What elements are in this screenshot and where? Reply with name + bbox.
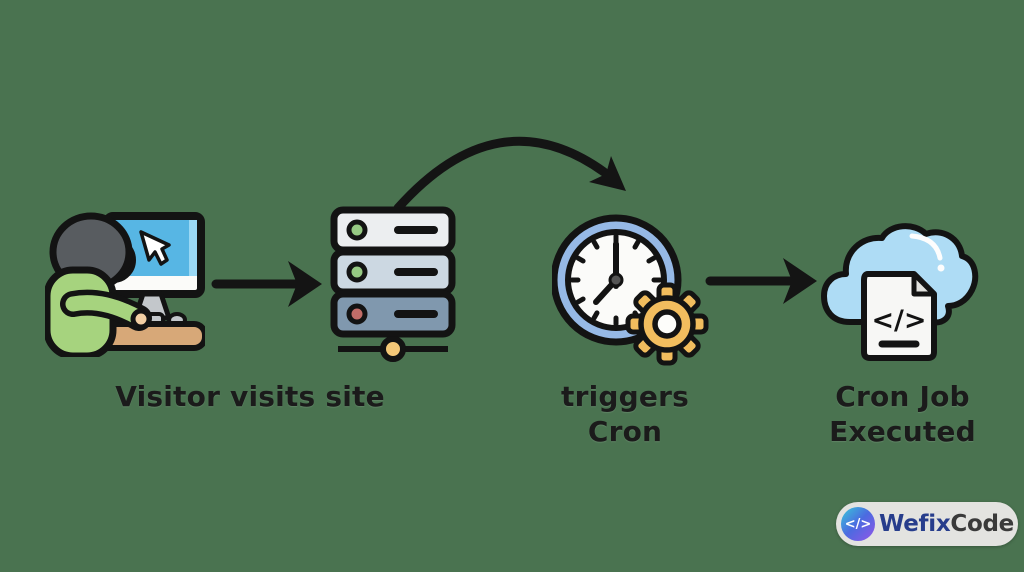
right-arrow-icon xyxy=(705,258,817,304)
cron-node xyxy=(552,212,712,368)
code-logo-icon: </> xyxy=(841,507,875,541)
curved-arrow-icon xyxy=(393,136,626,213)
clock-gear-icon xyxy=(552,214,709,366)
led-green-icon xyxy=(346,261,368,283)
step-label-executed: Cron Job Executed xyxy=(810,379,995,449)
brand-logo: </> WefixCode xyxy=(836,502,1018,546)
step-label-visitor: Visitor visits site xyxy=(115,380,385,413)
network-node-icon xyxy=(380,336,406,362)
server-node xyxy=(330,206,456,366)
led-green-icon xyxy=(346,219,368,241)
step-label-executed-line2: Executed xyxy=(829,415,976,448)
server-icon xyxy=(330,206,456,362)
right-arrow-icon xyxy=(211,261,322,307)
person-at-computer-icon xyxy=(45,212,205,357)
code-glyph: </> xyxy=(871,305,926,336)
brand-name: WefixCode xyxy=(879,511,1014,537)
step-label-executed-line1: Cron Job xyxy=(835,380,970,413)
logo-glyph: </> xyxy=(844,516,872,532)
code-document-icon: </> xyxy=(861,271,937,361)
step-label-cron: triggers Cron xyxy=(535,379,715,449)
step-label-cron-line2: Cron xyxy=(587,415,663,448)
brand-name-primary: Wefix xyxy=(879,511,951,537)
cron-executed-node: </> xyxy=(820,222,982,362)
visitor-node xyxy=(45,212,205,357)
brand-name-secondary: Code xyxy=(950,511,1014,537)
led-red-icon xyxy=(346,303,368,325)
cloud-code-icon: </> xyxy=(821,223,979,361)
step-label-cron-line1: triggers xyxy=(561,380,689,413)
cursor-icon xyxy=(139,230,171,266)
gear-icon xyxy=(625,282,709,366)
